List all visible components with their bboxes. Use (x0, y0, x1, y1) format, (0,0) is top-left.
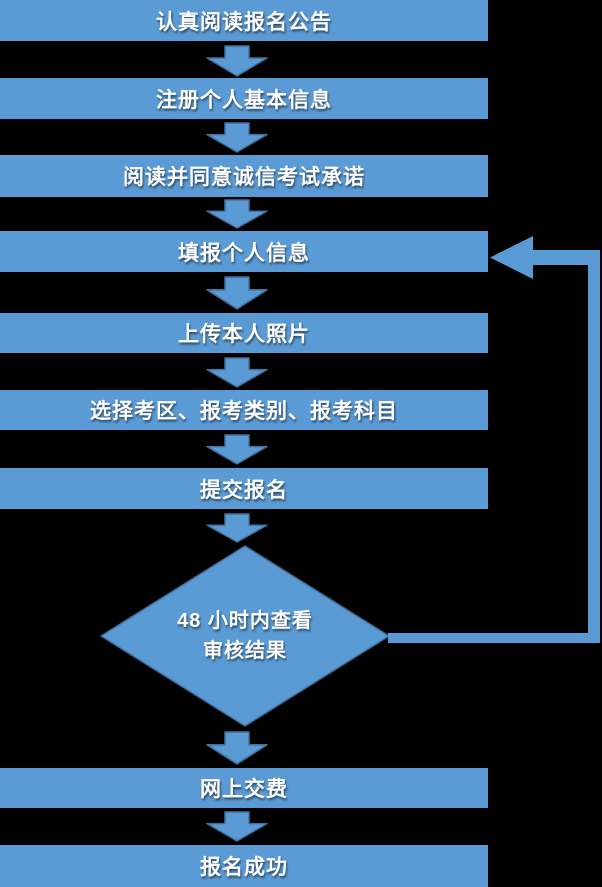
loopback-line-top (532, 250, 600, 265)
down-arrow-icon (206, 357, 268, 388)
down-arrow-icon (206, 45, 268, 77)
flow-step-select-exam-options: 选择考区、报考类别、报考科目 (0, 390, 488, 430)
decision-label: 48 小时内查看 审核结果 (100, 545, 390, 727)
loopback-line-right (588, 250, 600, 643)
down-arrow-icon (206, 731, 268, 765)
flow-step-agree-honesty-commitment: 阅读并同意诚信考试承诺 (0, 155, 488, 197)
down-arrow-icon (206, 811, 268, 842)
down-arrow-icon (206, 276, 268, 310)
down-arrow-icon (206, 199, 268, 229)
down-arrow-icon (206, 122, 268, 153)
down-arrow-icon (206, 513, 268, 543)
loopback-left-arrow-icon (490, 236, 533, 279)
flow-step-read-announcement: 认真阅读报名公告 (0, 0, 488, 41)
flow-step-pay-online: 网上交费 (0, 768, 488, 808)
flow-step-registration-success: 报名成功 (0, 845, 488, 887)
decision-label-line2: 审核结果 (203, 640, 287, 662)
flow-step-upload-photo: 上传本人照片 (0, 313, 488, 353)
decision-label-line1: 48 小时内查看 (177, 610, 313, 632)
decision-diamond (100, 545, 390, 727)
flow-step-fill-personal-info: 填报个人信息 (0, 231, 488, 272)
flow-step-register-basic-info: 注册个人基本信息 (0, 78, 488, 119)
flow-step-submit-registration: 提交报名 (0, 468, 488, 509)
loopback-line-bottom (388, 633, 600, 643)
down-arrow-icon (206, 434, 268, 465)
